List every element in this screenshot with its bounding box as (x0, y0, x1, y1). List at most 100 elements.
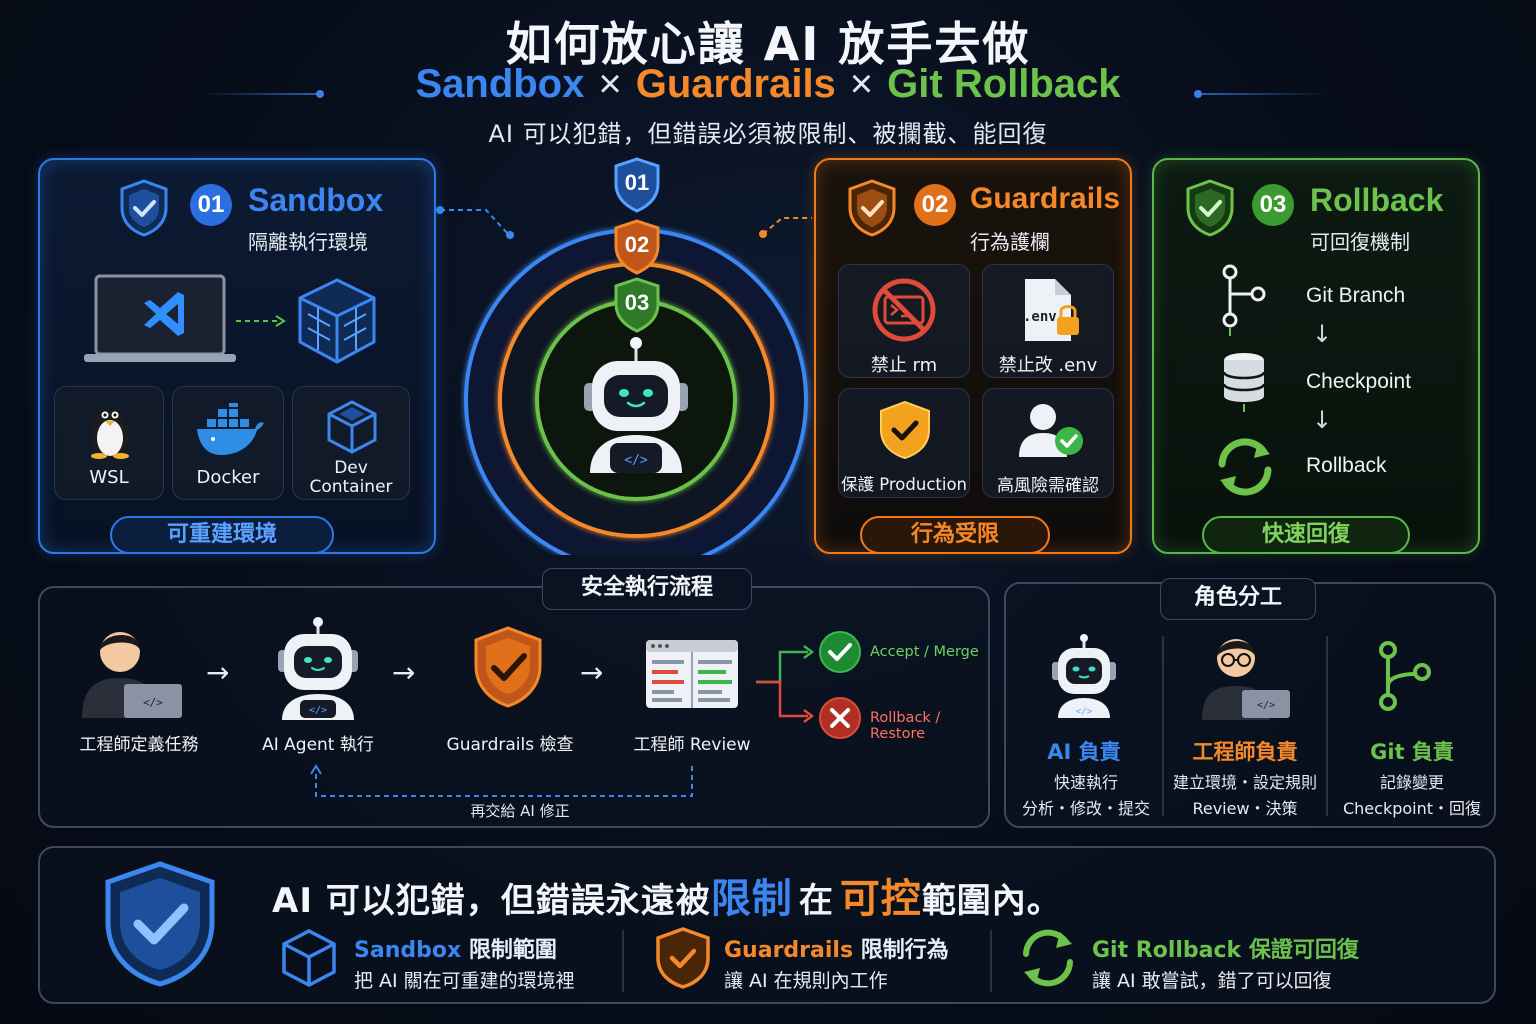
flow-step-2-label: AI Agent 執行 (262, 735, 374, 755)
role-engineer-title: 工程師負責 (1192, 740, 1298, 764)
shield-check-icon (474, 626, 542, 708)
summary-headline: AI 可以犯錯，但錯誤永遠被限制在可控範圍內。 (272, 866, 1062, 924)
rollback-step-checkpoint: Checkpoint (1306, 370, 1412, 393)
shield-check-icon (120, 179, 168, 237)
cube-icon (327, 400, 377, 454)
cube-icon (282, 929, 336, 987)
role-ai-desc: 快速執行 分析・修改・提交 (1006, 770, 1166, 822)
shield-check-icon (1186, 179, 1234, 237)
role-git-line2: Checkpoint・回復 (1342, 799, 1482, 818)
roles-panel: 角色分工 </> AI 負責 快速執行 分析・修改・提交 </> 工程師負責 建… (1004, 578, 1496, 828)
summary-col-2-accent: Guardrails (724, 938, 854, 963)
guardrails-number-badge: 02 (914, 184, 956, 226)
summary-headline-limit: 限制 (710, 876, 793, 922)
role-ai-line2: 分析・修改・提交 (1021, 799, 1150, 818)
no-terminal-icon (872, 278, 936, 342)
summary-col-2-rest: 限制行為 (853, 938, 949, 963)
deco-line-right (1200, 93, 1330, 95)
laptop-vscode-icon (84, 274, 236, 362)
roles-divider-2 (1326, 636, 1328, 816)
rollback-title: Rollback (1310, 182, 1444, 218)
tile-no-rm-label: 禁止 rm (870, 355, 938, 376)
subtitle-sandbox: Sandbox (415, 62, 585, 106)
env-file-lock-icon (1025, 279, 1079, 341)
tile-dev-container: Dev Container (292, 386, 410, 500)
tagline: AI 可以犯錯，但錯誤必須被限制、被攔截、能回復 (488, 120, 1048, 148)
shield-check-icon (105, 861, 215, 987)
summary-divider-2 (990, 930, 992, 992)
rollback-step-rollback: Rollback (1306, 454, 1387, 477)
svg-text:</>: </> (143, 696, 163, 709)
flow-panel: 安全執行流程 </> 工程師定義任務 → </> AI Agent 執行 → G… (38, 568, 990, 828)
shield-check-icon (656, 927, 710, 989)
summary-col-3-title: Git Rollback 保證可回復 (1092, 932, 1359, 964)
feedback-loop-label: 再交給 AI 修正 (470, 802, 570, 820)
deco-dot-left (316, 90, 324, 98)
summary-divider-1 (622, 930, 624, 992)
tile-high-risk-confirm-label: 高風險需確認 (997, 476, 1099, 496)
subtitle-times-2: × (849, 62, 874, 106)
guardrails-title: Guardrails (970, 182, 1121, 215)
connector-sandbox (436, 206, 514, 239)
tile-dev-container-label: Dev Container (309, 458, 393, 497)
summary-col-1-title: Sandbox 限制範圍 (354, 932, 557, 964)
subtitle-guardrails: Guardrails (635, 62, 836, 106)
tile-protect-production-label: 保護 Production (840, 475, 968, 494)
tile-docker: Docker (172, 386, 284, 500)
accept-check-icon[interactable] (818, 630, 862, 674)
shield-check-icon (848, 179, 896, 237)
role-git-title: Git 負責 (1370, 740, 1454, 764)
tile-no-env: .env 禁止改 .env (982, 264, 1114, 378)
flow-arrow-2: → (392, 656, 416, 689)
deco-line-left (200, 93, 320, 95)
rollback-subtitle: 可回復機制 (1310, 230, 1410, 254)
rollback-panel: 03 Rollback 可回復機制 Git Branch ↓ Checkpoin… (1152, 158, 1480, 554)
summary-headline-c: 範圍內。 (921, 881, 1062, 921)
role-ai-title: AI 負責 (1047, 740, 1121, 764)
tile-wsl-label: WSL (89, 467, 129, 488)
reject-x-icon[interactable] (818, 696, 862, 740)
summary-headline-ctrl: 可控 (839, 876, 922, 922)
flow-arrow-3: → (580, 656, 604, 689)
git-branch-icon (1379, 641, 1431, 711)
tile-no-env-label: 禁止改 .env (998, 355, 1098, 376)
engineer-icon: </> (1202, 639, 1290, 720)
decision-branch-arrows (756, 645, 815, 723)
summary-col-1-accent: Sandbox (354, 938, 462, 963)
summary-col-3-desc: 讓 AI 敢嘗試，錯了可以回復 (1092, 970, 1332, 992)
accept-merge-label: Accept / Merge (870, 644, 979, 660)
roles-divider-1 (1162, 636, 1164, 816)
env-file-text: .env (1023, 309, 1057, 325)
page-title: 如何放心讓 AI 放手去做 (505, 17, 1031, 71)
user-check-icon (1019, 404, 1083, 457)
subtitle-times-1: × (598, 62, 622, 106)
feedback-loop-dashed (310, 764, 693, 797)
guardrails-pill: 行為受限 (860, 516, 1050, 554)
summary-panel: AI 可以犯錯，但錯誤永遠被限制在可控範圍內。 Sandbox 限制範圍 把 A… (38, 846, 1496, 1004)
sandbox-number-badge: 01 (190, 184, 232, 226)
svg-text:</>: </> (309, 705, 327, 716)
rollback-number-badge: 03 (1252, 184, 1294, 226)
tile-wsl: WSL (54, 386, 164, 500)
role-engineer-line1: 建立環境・設定規則 (1172, 773, 1317, 792)
summary-col-1-rest: 限制範圍 (461, 938, 557, 963)
docker-whale-icon (197, 403, 264, 455)
flow-arrow-1: → (206, 656, 230, 689)
flow-step-3-label: Guardrails 檢查 (446, 735, 574, 755)
rollback-arrow-1: ↓ (1312, 320, 1333, 348)
git-branch-icon (1222, 264, 1266, 336)
ring-badge-03 (614, 277, 660, 333)
summary-col-3-accent: Git Rollback 保證可回復 (1092, 938, 1359, 963)
svg-text:</>: </> (624, 453, 648, 468)
sandbox-title: Sandbox (248, 182, 384, 218)
refresh-cycle-icon (1218, 438, 1272, 496)
layered-rings-diagram: </> (464, 228, 808, 555)
ai-robot-icon: </> (278, 617, 358, 720)
ring-badge-01-label: 01 (624, 170, 650, 195)
tile-docker-label: Docker (196, 467, 260, 488)
tile-high-risk-confirm: 高風險需確認 (982, 388, 1114, 498)
rollback-arrow-2: ↓ (1312, 406, 1333, 434)
ring-badge-01 (614, 157, 660, 213)
role-ai-line1: 快速執行 (1053, 773, 1118, 792)
rollback-pill: 快速回復 (1202, 516, 1410, 554)
